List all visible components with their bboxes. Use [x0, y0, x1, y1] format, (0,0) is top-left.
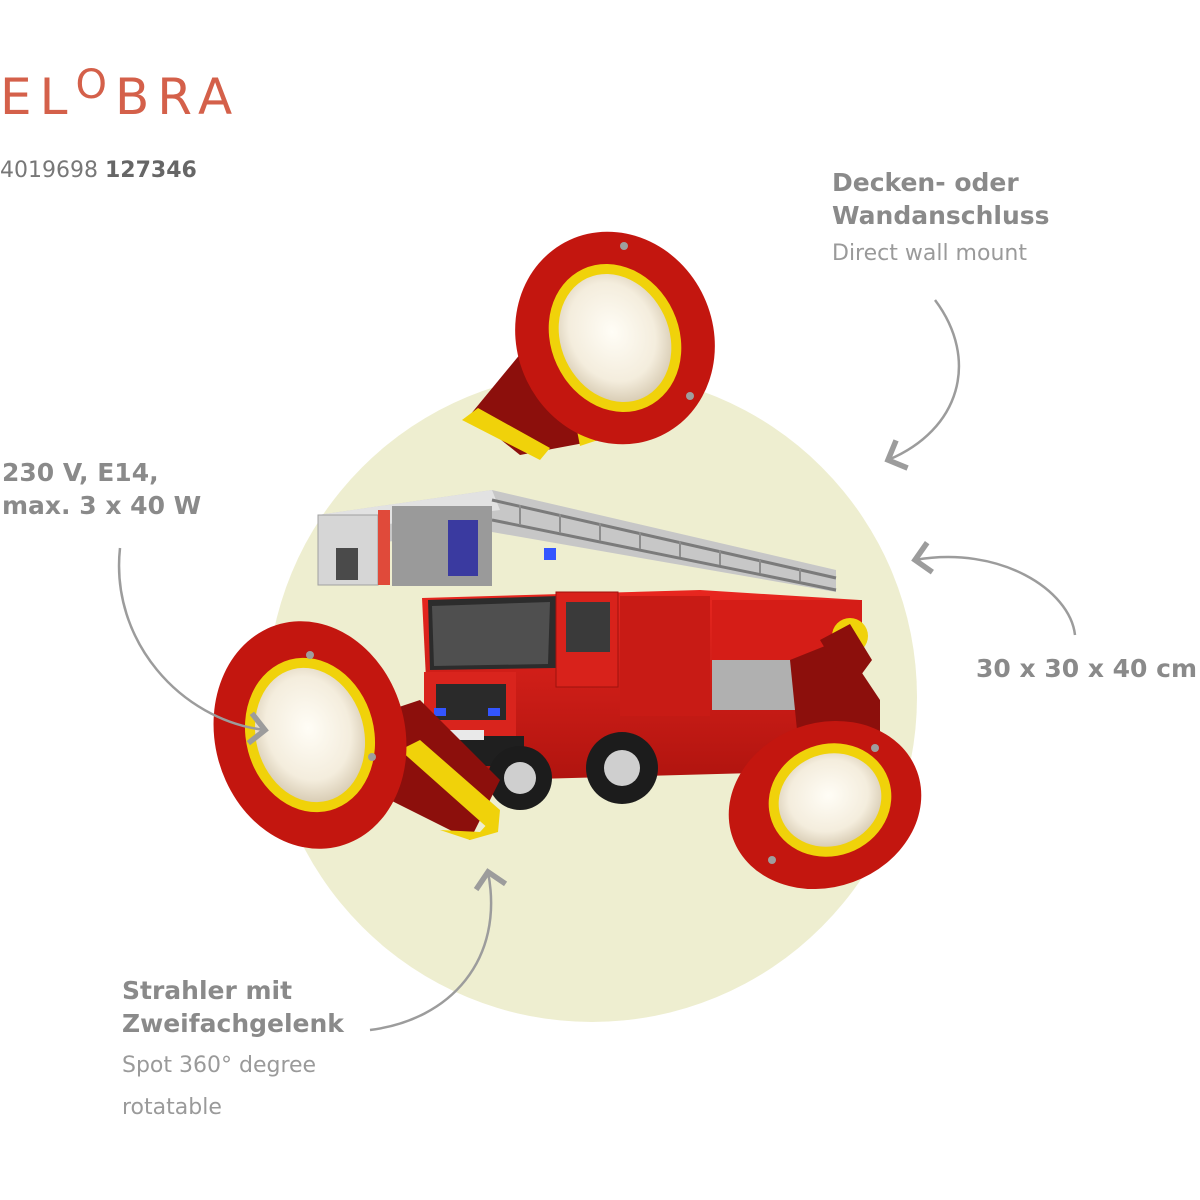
article-number: 4019698 127346 — [0, 158, 197, 183]
ean-prefix: 4019698 — [0, 158, 98, 183]
arrow-spot — [369, 868, 508, 1032]
spotlight-right — [728, 618, 922, 890]
truck-wheels — [488, 732, 658, 810]
spot-subtitle-line1: Spot 360° degree — [122, 1053, 317, 1078]
arrow-size — [911, 541, 1077, 636]
annotation-mount: Decken- oder Wandanschluss Direct wall m… — [832, 166, 1192, 270]
spot-title-line2: Zweifachgelenk — [122, 1009, 344, 1038]
brand-logo-left: EL — [0, 68, 76, 126]
power-line2: max. 3 x 40 W — [2, 491, 202, 520]
brand-logo: ELOBRA — [0, 65, 240, 122]
mount-title-line2: Wandanschluss — [832, 201, 1050, 230]
truck-ladder — [317, 490, 837, 592]
size-text: 30 x 30 x 40 cm — [976, 654, 1198, 683]
arrow-power — [117, 547, 269, 746]
mount-subtitle: Direct wall mount — [832, 241, 1027, 266]
annotation-arrows — [117, 299, 1077, 1032]
power-line1: 230 V, E14, — [2, 458, 159, 487]
brand-logo-raised: O — [75, 62, 115, 108]
spotlight-top — [462, 231, 715, 460]
article-id: 127346 — [104, 158, 197, 183]
annotation-size: 30 x 30 x 40 cm — [976, 652, 1200, 685]
brand-logo-right: BRA — [114, 68, 241, 126]
annotation-power: 230 V, E14, max. 3 x 40 W — [2, 456, 302, 522]
arrow-mount — [884, 299, 961, 471]
annotation-spot: Strahler mit Zweifachgelenk Spot 360° de… — [122, 974, 422, 1124]
spotlight-left — [213, 621, 500, 849]
mount-title-line1: Decken- oder — [832, 168, 1019, 197]
spot-subtitle-line2: rotatable — [122, 1094, 222, 1120]
spot-title-line1: Strahler mit — [122, 976, 293, 1005]
